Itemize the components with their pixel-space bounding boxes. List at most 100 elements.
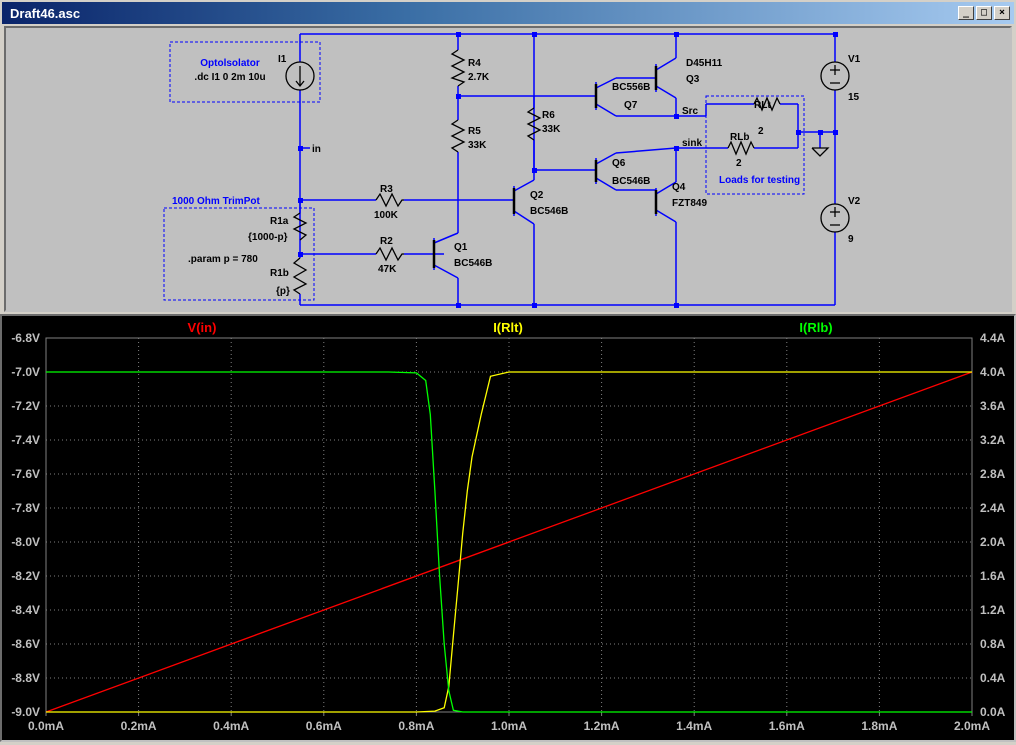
left-tick-label: -7.8V (11, 501, 40, 515)
v2-value[interactable]: 9 (848, 234, 854, 245)
x-tick-label: 0.8mA (398, 719, 434, 733)
right-tick-label: 4.0A (980, 365, 1006, 379)
black-labels: .dc I1 0 2m 10u .param p = 780 in Src si… (188, 54, 861, 297)
r4-ref[interactable]: R4 (468, 58, 481, 69)
right-tick-label: 4.4A (980, 331, 1006, 345)
legend-label[interactable]: I(Rlb) (799, 320, 832, 335)
schematic-pane[interactable]: Optolsolator 1000 Ohm TrimPot Loads for … (4, 26, 1012, 312)
junction-dots (298, 32, 838, 308)
transistor-bars (432, 66, 658, 268)
x-tick-label: 0.4mA (213, 719, 249, 733)
x-tick-label: 0.0mA (28, 719, 64, 733)
waveform-plot[interactable]: -6.8V-7.0V-7.2V-7.4V-7.6V-7.8V-8.0V-8.2V… (2, 316, 1014, 740)
r6-value[interactable]: 33K (542, 124, 561, 135)
resistor-symbols (292, 49, 781, 295)
directive-boxes (163, 41, 805, 301)
r3-value[interactable]: 100K (374, 210, 399, 221)
param-directive[interactable]: .param p = 780 (188, 254, 258, 265)
dc-directive[interactable]: .dc I1 0 2m 10u (194, 72, 265, 83)
r1a-value[interactable]: {1000-p} (248, 232, 288, 243)
v1-value[interactable]: 15 (848, 92, 860, 103)
right-tick-label: 2.4A (980, 501, 1006, 515)
legend-label[interactable]: I(Rlt) (493, 320, 523, 335)
trimpot-label[interactable]: 1000 Ohm TrimPot (172, 196, 260, 207)
r2-value[interactable]: 47K (378, 264, 397, 275)
waveform-pane[interactable]: -6.8V-7.0V-7.2V-7.4V-7.6V-7.8V-8.0V-8.2V… (0, 314, 1016, 742)
optoisolator-box[interactable] (169, 41, 321, 103)
wires (299, 33, 836, 306)
right-tick-label: 2.8A (980, 467, 1006, 481)
q4-ref[interactable]: Q4 (672, 182, 686, 193)
source-symbols (285, 61, 850, 233)
minimize-button[interactable]: _ (958, 6, 974, 20)
q7-ref[interactable]: Q7 (624, 100, 638, 111)
x-tick-label: 1.0mA (491, 719, 527, 733)
left-tick-label: -7.6V (11, 467, 40, 481)
r1b-value[interactable]: {p} (276, 286, 290, 297)
net-label-sink[interactable]: sink (682, 138, 702, 149)
q6-value[interactable]: BC546B (612, 176, 650, 187)
q2-ref[interactable]: Q2 (530, 190, 544, 201)
x-tick-label: 1.6mA (769, 719, 805, 733)
x-tick-label: 1.8mA (861, 719, 897, 733)
left-tick-label: -8.6V (11, 637, 40, 651)
right-tick-label: 0.4A (980, 671, 1006, 685)
trace-v-in[interactable] (45, 371, 973, 713)
right-tick-label: 1.6A (980, 569, 1006, 583)
r4-value[interactable]: 2.7K (468, 72, 490, 83)
close-button[interactable]: × (994, 6, 1010, 20)
left-tick-label: -8.8V (11, 671, 40, 685)
right-tick-label: 0.0A (980, 705, 1006, 719)
optoisolator-label[interactable]: Optolsolator (200, 58, 260, 69)
q1-ref[interactable]: Q1 (454, 242, 468, 253)
rlb-ref[interactable]: RLb (730, 132, 749, 143)
blue-labels: Optolsolator 1000 Ohm TrimPot Loads for … (172, 58, 800, 207)
i1-ref[interactable]: I1 (278, 54, 287, 65)
maximize-button[interactable]: □ (976, 6, 992, 20)
rlt-value[interactable]: 2 (758, 126, 764, 137)
q3-value[interactable]: D45H11 (686, 58, 723, 69)
loads-label[interactable]: Loads for testing (719, 175, 800, 186)
q6-ref[interactable]: Q6 (612, 158, 626, 169)
left-tick-label: -9.0V (11, 705, 40, 719)
q7-value[interactable]: BC556B (612, 82, 650, 93)
r5-ref[interactable]: R5 (468, 126, 481, 137)
left-tick-label: -7.0V (11, 365, 40, 379)
left-tick-label: -8.2V (11, 569, 40, 583)
rlb-value[interactable]: 2 (736, 158, 742, 169)
x-tick-label: 0.6mA (306, 719, 342, 733)
r5-value[interactable]: 33K (468, 140, 487, 151)
r1b-ref[interactable]: R1b (270, 268, 289, 279)
r6-ref[interactable]: R6 (542, 110, 555, 121)
schematic-canvas[interactable]: Optolsolator 1000 Ohm TrimPot Loads for … (6, 28, 1010, 310)
title-bar[interactable]: Draft46.asc _ □ × (2, 2, 1014, 24)
traces (45, 371, 973, 713)
r2-ref[interactable]: R2 (380, 236, 393, 247)
trace-i-rlt[interactable] (46, 371, 972, 713)
trimpot-box[interactable] (163, 207, 315, 301)
left-tick-label: -8.0V (11, 535, 40, 549)
x-tick-label: 0.2mA (121, 719, 157, 733)
right-tick-label: 3.2A (980, 433, 1006, 447)
trace-i-rlb[interactable] (46, 371, 972, 713)
left-tick-label: -7.4V (11, 433, 40, 447)
r1a-ref[interactable]: R1a (270, 216, 289, 227)
right-axis-ticks: 4.4A4.0A3.6A3.2A2.8A2.4A2.0A1.6A1.2A0.8A… (980, 331, 1006, 719)
rlt-ref[interactable]: RLt (754, 100, 771, 111)
loads-box[interactable] (705, 95, 805, 195)
v2-ref[interactable]: V2 (848, 196, 861, 207)
left-tick-label: -7.2V (11, 399, 40, 413)
legend-label[interactable]: V(in) (188, 320, 217, 335)
x-tick-label: 1.2mA (584, 719, 620, 733)
q4-value[interactable]: FZT849 (672, 198, 707, 209)
r3-ref[interactable]: R3 (380, 184, 393, 195)
q2-value[interactable]: BC546B (530, 206, 568, 217)
net-label-in[interactable]: in (312, 144, 321, 155)
v1-ref[interactable]: V1 (848, 54, 861, 65)
q1-value[interactable]: BC546B (454, 258, 492, 269)
q3-ref[interactable]: Q3 (686, 74, 700, 85)
x-tick-label: 2.0mA (954, 719, 990, 733)
net-label-src[interactable]: Src (682, 106, 699, 117)
